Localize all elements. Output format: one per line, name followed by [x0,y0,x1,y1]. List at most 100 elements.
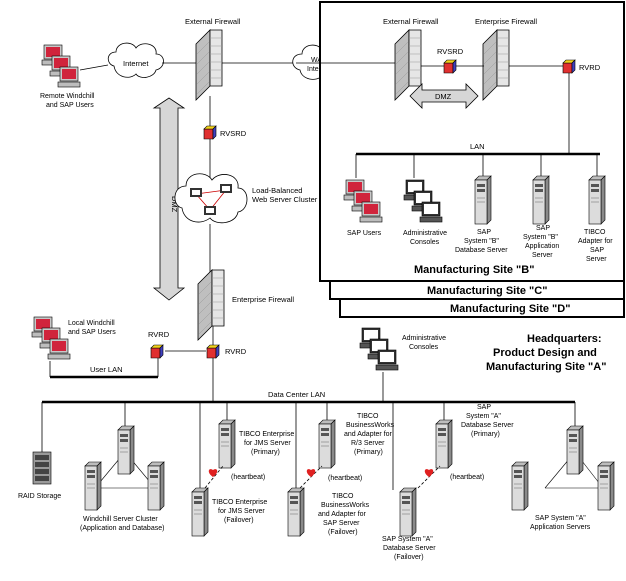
sap-db-primary-line4: (Primary) [471,431,500,438]
bw-heartbeat-icon [306,469,316,477]
site-b-sap-app-line1: SAP [536,225,550,232]
web-server-icon [190,184,232,215]
sap-db-failover-line2: Database Server [383,545,436,552]
site-d-box [339,298,625,318]
site-b-admin-consoles-line2: Consoles [410,239,440,246]
site-b-rvsrd-label: RVSRD [437,47,464,56]
enterprise-firewall-left-icon [197,269,225,341]
raid-storage-icon [32,451,52,485]
jms-heartbeat-label: (heartbeat) [231,474,265,481]
site-b-tibco-line1: TIBCO [584,229,606,236]
site-b-sap-app-server-icon [532,175,550,225]
site-b-tibco-line4: Server [586,256,607,263]
jms-primary-line3: (Primary) [251,449,280,456]
raid-storage-label: RAID Storage [18,493,61,500]
site-b-sap-users-label: SAP Users [347,230,382,237]
jms-primary-line2: for JMS Server [244,440,291,447]
sap-db-primary-line1: SAP [477,404,491,411]
internet-label: Internet [123,59,149,68]
windchill-cluster-icon [84,425,165,511]
rvrd-dc-icon [206,344,220,359]
hq-admin-consoles-line2: Consoles [409,344,439,351]
bw-primary-line2: BusinessWorks [346,422,395,429]
dmz-horizontal-arrow [409,83,479,109]
bw-failover-line5: (Failover) [328,529,358,536]
web-cluster-cloud-icon [174,173,248,224]
site-b-lan-label: LAN [470,142,485,151]
jms-primary-line1: TIBCO Enterprise [239,431,294,438]
jms-failover-line1: TIBCO Enterprise [212,499,267,506]
site-b-sap-db-line2: System "B" [464,238,499,245]
web-cluster-label-line2: Web Server Cluster [252,195,318,204]
bw-primary-line1: TIBCO [357,413,379,420]
remote-users-label-line2: and SAP Users [46,102,94,109]
site-b-tibco-line3: SAP [590,247,604,254]
sap-heartbeat-label: (heartbeat) [450,474,484,481]
site-b-rvsrd-icon [443,59,457,74]
data-center-lan-label: Data Center LAN [268,390,325,399]
site-b-admin-consoles-line1: Administrative [403,230,447,237]
windchill-cluster-line1: Windchill Server Cluster [83,516,158,523]
sap-app-servers-line1: SAP System "A" [535,515,586,522]
sap-db-primary-line3: Database Server [461,422,514,429]
bw-heartbeat-label: (heartbeat) [328,475,362,482]
site-b-tibco-adapter-icon [588,175,606,225]
site-b-sap-app-line4: Server [532,252,553,259]
web-cluster-label-line1: Load-Balanced [252,186,302,195]
bw-primary-server-icon [318,419,336,469]
site-b-sap-app-line2: System "B" [523,234,558,241]
rvsrd-left-icon [203,125,217,140]
wan-label-line2: Internet [307,66,331,73]
external-firewall-left-label: External Firewall [185,17,241,26]
site-b-title: Manufacturing Site "B" [414,264,534,276]
rvrd-dc-label: RVRD [225,347,247,356]
bw-failover-line2: BusinessWorks [321,502,370,509]
rvsrd-left-label: RVSRD [220,129,247,138]
local-users-label-line2: and SAP Users [68,329,116,336]
bw-failover-line3: and Adapter for [318,511,367,518]
site-b-sap-db-line3: Database Server [455,247,508,254]
bw-failover-line4: SAP Server [323,520,360,527]
site-b-sap-db-line1: SAP [477,229,491,236]
bw-primary-line5: (Primary) [354,449,383,456]
hq-admin-consoles-line1: Administrative [402,335,446,342]
sap-db-primary-line2: System "A" [466,413,501,420]
local-users-icon [31,316,71,360]
site-b-dmz-label: DMZ [435,92,452,101]
site-b-box [319,1,625,282]
jms-primary-server-icon [218,419,236,469]
jms-failover-server-icon [191,487,209,537]
site-b-sap-app-line3: Application [525,243,559,250]
remote-users-icon [41,44,81,88]
windchill-cluster-line2: (Application and Database) [80,525,164,532]
bw-primary-line3: and Adapter for [344,431,393,438]
hq-title-line3: Manufacturing Site "A" [486,361,606,373]
site-c-title: Manufacturing Site "C" [427,285,547,297]
sap-app-servers-icon [511,425,615,511]
jms-failover-line2: for JMS Server [218,508,265,515]
sap-app-servers-line2: Application Servers [530,524,591,531]
local-users-label-line1: Local Windchill [68,320,115,327]
sap-db-failover-server-icon [399,487,417,537]
hq-title-line1: Headquarters: [527,333,602,345]
bw-primary-line4: R/3 Server [351,440,385,447]
site-b-external-firewall-label: External Firewall [383,17,439,26]
jms-heartbeat-icon [208,469,218,477]
hq-title-line2: Product Design and [493,347,597,359]
bw-failover-line1: TIBCO [332,493,354,500]
site-b-enterprise-firewall-label: Enterprise Firewall [475,17,537,26]
jms-failover-line3: (Failover) [224,517,254,524]
site-b-sap-db-server-icon [474,175,492,225]
rvrd-user-label: RVRD [148,330,170,339]
dmz-vertical-label: DMZ [170,196,179,213]
hq-admin-consoles-icon [359,327,399,371]
site-b-rvrd-label: RVRD [579,63,601,72]
site-b-rvrd-icon [562,59,576,74]
sap-db-failover-line3: (Failover) [394,554,424,561]
sap-db-failover-line1: SAP System "A" [382,536,433,543]
site-b-tibco-line2: Adapter for [578,238,613,245]
enterprise-firewall-left-label: Enterprise Firewall [232,295,294,304]
remote-users-label-line1: Remote Windchill [40,93,95,100]
bw-failover-server-icon [287,487,305,537]
rvrd-user-icon [150,344,164,359]
